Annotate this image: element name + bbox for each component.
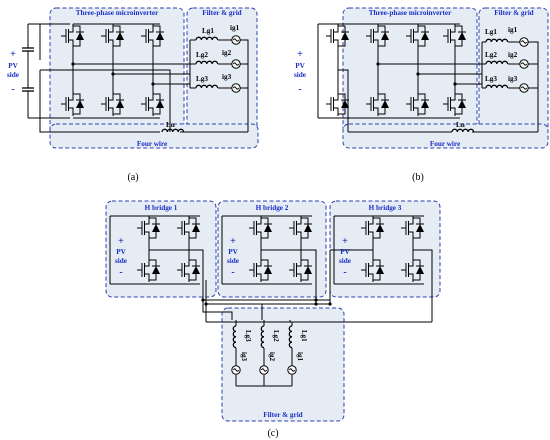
caption-c: (c) [267, 428, 278, 439]
h-bridge-1: + PV side - [109, 215, 204, 300]
inductor-lg2-b: Lg2 [485, 51, 497, 59]
caption-a: (a) [127, 172, 138, 183]
inverter-box-a [49, 7, 185, 135]
h-bridge-1-box [105, 200, 217, 298]
pv-label-a-1: PV [8, 62, 18, 70]
pv-label-c2-2: side [227, 257, 239, 265]
pv-label-a-2: side [7, 71, 19, 79]
pv-minus-c1: - [119, 267, 122, 278]
panel-c: H bridge 1 H bridge 2 H bridge 3 + PV si… [105, 200, 441, 439]
filter-a: Lg1 Lg2 Lg3 ig1 ig2 ig3 Ln [39, 24, 249, 133]
pv-label-c2-1: PV [228, 248, 238, 256]
four-wire-box-a [49, 123, 259, 149]
panel-a: Three-phase microinverter Filter & grid … [7, 7, 259, 183]
filter-grid-box-c [221, 307, 345, 422]
h-bridge-3: + PV side - [330, 215, 433, 322]
h-bridge-2-box [217, 200, 327, 298]
pv-minus-a: - [11, 84, 14, 95]
inductor-lg3-b: Lg3 [485, 75, 497, 83]
caption-b: (b) [412, 172, 424, 183]
pv-label-b-2: side [294, 71, 306, 79]
pv-plus-c3: + [342, 236, 348, 247]
pv-label-c3-2: side [339, 257, 351, 265]
pv-plus-c2: + [230, 236, 236, 247]
inductor-lg1-a: Lg1 [202, 27, 214, 35]
current-ig1-b: ig1 [508, 26, 518, 34]
switch-legs-b [317, 23, 482, 132]
pv-plus-a: + [10, 49, 16, 60]
h-bridge-3-label: H bridge 3 [369, 204, 402, 212]
neutral-inductor-a: Ln [166, 121, 175, 129]
h-bridge-3-box [329, 200, 441, 298]
filter-label-c: Filter & grid [263, 411, 302, 419]
switch-legs-a [40, 23, 190, 132]
dc-capacitor-lower-a [21, 87, 35, 92]
pv-minus-b: - [298, 84, 301, 95]
current-ig2-a: ig2 [222, 49, 232, 57]
pv-label-b-1: PV [295, 62, 305, 70]
four-wire-label-a: Four wire [137, 140, 167, 148]
filter-label-b: Filter & grid [494, 9, 533, 17]
filter-label-a: Filter & grid [202, 9, 241, 17]
current-ig1-c: ig1 [296, 352, 304, 361]
panel-b: Three-phase microinverter Filter & grid … [294, 7, 549, 183]
filter-c: Lg3 Lg2 Lg1 ig3 ig2 ig1 [231, 320, 308, 387]
current-ig2-c: ig2 [268, 352, 276, 361]
current-ig1-a: ig1 [230, 24, 240, 32]
inductor-lg3-a: Lg3 [196, 75, 208, 83]
inductor-lg2-a: Lg2 [196, 51, 208, 59]
current-ig3-b: ig3 [508, 75, 518, 83]
filter-box-a [186, 7, 258, 135]
pv-label-c1-1: PV [116, 248, 126, 256]
neutral-inductor-b: Ln [456, 121, 465, 129]
four-wire-label-b: Four wire [430, 140, 460, 148]
inverter-label-a: Three-phase microinverter [76, 9, 159, 17]
inductor-lg3-c: Lg3 [244, 330, 252, 342]
inductor-lg1-c: Lg1 [300, 330, 308, 342]
pv-label-c1-2: side [115, 257, 127, 265]
inductor-lg1-b: Lg1 [485, 28, 497, 36]
current-ig3-a: ig3 [222, 73, 232, 81]
current-ig2-b: ig2 [508, 51, 518, 59]
inductor-lg2-c: Lg2 [272, 330, 280, 342]
pv-plus-c1: + [118, 236, 124, 247]
current-ig3-c: ig3 [240, 352, 248, 361]
dc-capacitor-upper-a [21, 47, 35, 52]
pv-label-c3-1: PV [340, 248, 350, 256]
pv-plus-b: + [297, 49, 303, 60]
h-bridge-1-label: H bridge 1 [145, 204, 178, 212]
pv-minus-c3: - [343, 267, 346, 278]
filter-b: Lg1 Lg2 Lg3 ig1 ig2 ig3 Ln [348, 26, 539, 133]
h-bridge-2: + PV side - [221, 215, 317, 300]
h-bridge-2-label: H bridge 2 [256, 204, 289, 212]
inverter-box-b [342, 7, 478, 135]
pv-minus-c2: - [231, 267, 234, 278]
interconnect-c [201, 250, 432, 323]
four-wire-box-b [342, 123, 549, 149]
inverter-label-b: Three-phase microinverter [369, 9, 452, 17]
